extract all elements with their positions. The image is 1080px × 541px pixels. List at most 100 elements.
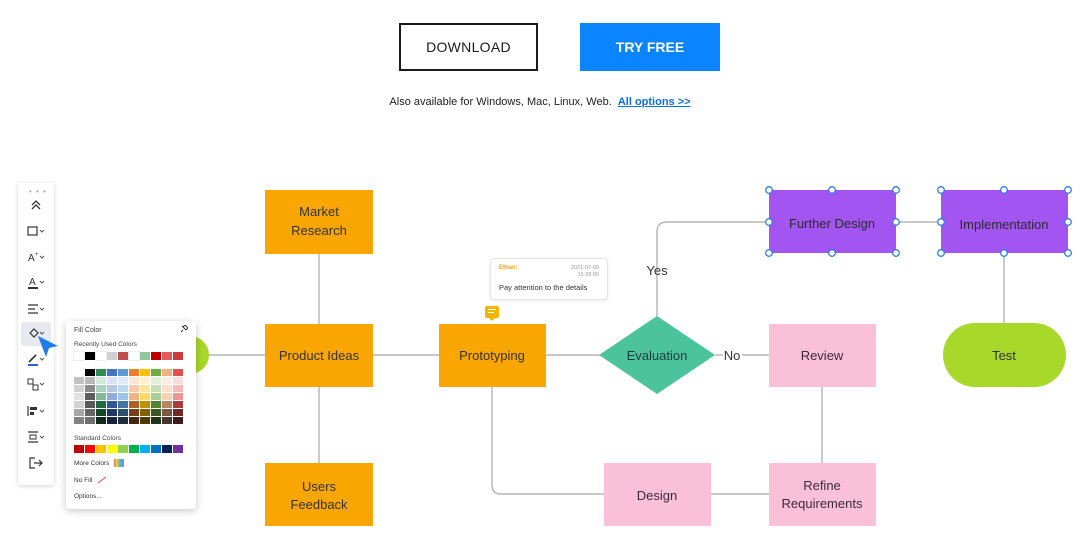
color-swatch[interactable] — [140, 377, 150, 384]
color-swatch[interactable] — [173, 445, 183, 453]
color-swatch[interactable] — [140, 352, 150, 360]
color-swatch[interactable] — [73, 351, 85, 361]
color-swatch[interactable] — [173, 401, 183, 408]
try-free-button[interactable]: TRY FREE — [580, 23, 720, 71]
color-swatch[interactable] — [107, 445, 117, 453]
color-swatch[interactable] — [151, 393, 161, 400]
color-swatch[interactable] — [85, 369, 95, 376]
color-swatch[interactable] — [129, 393, 139, 400]
all-options-link[interactable]: All options >> — [617, 96, 691, 108]
implementation-node[interactable] — [941, 190, 1068, 253]
distribute-icon[interactable] — [21, 425, 51, 449]
review-node[interactable] — [769, 324, 876, 387]
color-swatch[interactable] — [129, 377, 139, 384]
color-swatch[interactable] — [107, 393, 117, 400]
color-swatch[interactable] — [162, 377, 172, 384]
color-swatch[interactable] — [151, 377, 161, 384]
test-node[interactable] — [943, 323, 1066, 387]
color-swatch[interactable] — [129, 417, 139, 424]
arrange-icon[interactable] — [21, 399, 51, 423]
pin-icon[interactable] — [180, 324, 189, 335]
color-swatch[interactable] — [74, 377, 84, 384]
color-swatch[interactable] — [85, 417, 95, 424]
color-swatch[interactable] — [129, 385, 139, 392]
selection-handles[interactable] — [765, 186, 1072, 257]
color-swatch[interactable] — [96, 377, 106, 384]
evaluation-node[interactable] — [599, 316, 715, 394]
font-color-icon[interactable]: A — [21, 271, 51, 295]
product-ideas-node[interactable] — [265, 324, 373, 387]
options-item[interactable]: Options... — [74, 493, 102, 500]
color-swatch[interactable] — [96, 445, 106, 453]
color-swatch[interactable] — [74, 409, 84, 416]
flowchart-canvas[interactable]: Market Research Product Ideas Users Feed… — [0, 150, 1080, 541]
color-swatch[interactable] — [128, 351, 140, 361]
color-swatch[interactable] — [96, 369, 106, 376]
color-swatch[interactable] — [74, 417, 84, 424]
color-swatch[interactable] — [140, 369, 150, 376]
align-icon[interactable] — [21, 297, 51, 321]
color-swatch[interactable] — [173, 417, 183, 424]
color-swatch[interactable] — [85, 377, 95, 384]
color-swatch[interactable] — [173, 377, 183, 384]
color-swatch[interactable] — [151, 409, 161, 416]
color-swatch[interactable] — [74, 369, 84, 376]
prototyping-node[interactable] — [439, 324, 546, 387]
color-swatch[interactable] — [118, 417, 128, 424]
color-swatch[interactable] — [173, 385, 183, 392]
color-swatch[interactable] — [107, 369, 117, 376]
color-swatch[interactable] — [140, 417, 150, 424]
color-swatch[interactable] — [151, 385, 161, 392]
color-swatch[interactable] — [96, 393, 106, 400]
color-swatch[interactable] — [118, 352, 128, 360]
color-swatch[interactable] — [107, 377, 117, 384]
color-swatch[interactable] — [129, 445, 139, 453]
color-swatch[interactable] — [95, 351, 107, 361]
comment-icon[interactable] — [485, 306, 499, 321]
color-swatch[interactable] — [129, 369, 139, 376]
color-swatch[interactable] — [162, 409, 172, 416]
color-swatch[interactable] — [96, 385, 106, 392]
connector-icon[interactable] — [21, 373, 51, 397]
line-color-icon[interactable] — [21, 348, 51, 372]
color-swatch[interactable] — [74, 401, 84, 408]
color-swatch[interactable] — [74, 393, 84, 400]
color-swatch[interactable] — [151, 352, 161, 360]
color-swatch[interactable] — [85, 401, 95, 408]
color-swatch[interactable] — [140, 393, 150, 400]
color-swatch[interactable] — [151, 417, 161, 424]
users-feedback-node[interactable] — [265, 463, 373, 526]
comment-card[interactable]: Ethan: 2021-07-09 15:28:00 Pay attention… — [490, 258, 608, 300]
color-swatch[interactable] — [118, 445, 128, 453]
color-swatch[interactable] — [107, 385, 117, 392]
color-swatch[interactable] — [85, 445, 95, 453]
color-swatch[interactable] — [173, 369, 183, 376]
color-swatch[interactable] — [140, 409, 150, 416]
color-swatch[interactable] — [162, 401, 172, 408]
no-fill-item[interactable]: No Fill — [74, 476, 107, 484]
color-swatch[interactable] — [107, 409, 117, 416]
color-swatch[interactable] — [85, 352, 95, 360]
color-swatch[interactable] — [129, 401, 139, 408]
color-swatch[interactable] — [107, 352, 117, 360]
color-swatch[interactable] — [118, 377, 128, 384]
refine-requirements-node[interactable] — [769, 463, 876, 526]
color-swatch[interactable] — [118, 401, 128, 408]
color-swatch[interactable] — [151, 369, 161, 376]
further-design-node[interactable] — [769, 190, 896, 253]
market-research-node[interactable] — [265, 190, 373, 254]
color-swatch[interactable] — [85, 409, 95, 416]
color-swatch[interactable] — [151, 445, 161, 453]
color-swatch[interactable] — [162, 445, 172, 453]
color-swatch[interactable] — [140, 445, 150, 453]
color-swatch[interactable] — [96, 417, 106, 424]
color-swatch[interactable] — [162, 393, 172, 400]
text-style-icon[interactable]: A+ — [21, 245, 51, 269]
color-swatch[interactable] — [118, 409, 128, 416]
color-swatch[interactable] — [74, 385, 84, 392]
color-swatch[interactable] — [162, 385, 172, 392]
color-swatch[interactable] — [173, 352, 183, 360]
color-swatch[interactable] — [118, 369, 128, 376]
color-swatch[interactable] — [107, 417, 117, 424]
color-swatch[interactable] — [107, 401, 117, 408]
